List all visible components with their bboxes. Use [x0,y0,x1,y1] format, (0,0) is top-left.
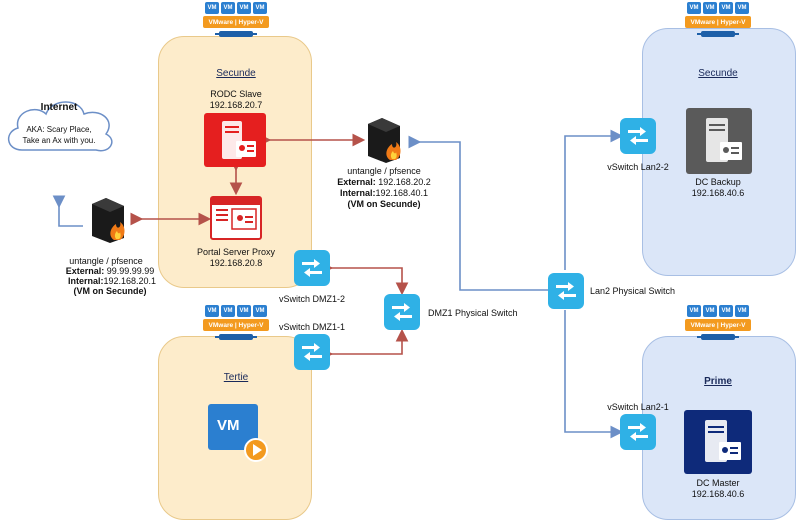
host-tertie: Tertie [223,372,249,383]
switch-icon [294,250,330,286]
internet-title: Internet [40,102,78,113]
vm-chip: VM [703,2,717,14]
fw-mid-name: untangle / pfsence [347,166,421,176]
vm-chip: VM [719,305,733,317]
switch-icon [384,294,420,330]
fw-left-ext-label: External: [65,266,105,276]
switch-icon [294,334,330,370]
vswitch-dmz1-2-label: vSwitch DMZ1-2 [278,294,346,304]
link-lan2-lan2-2 [564,129,624,270]
hypervisor-bar: VMware | Hyper-V [685,319,751,331]
dc-backup-ip: 192.168.40.6 [691,188,745,198]
firewall-icon [92,198,125,243]
hypervisor-bar: VMware | Hyper-V [203,16,269,28]
dmz1-physical-switch-label: DMZ1 Physical Switch [428,308,518,318]
hypervisor-bar: VMware | Hyper-V [685,16,751,28]
dc-backup-name: DC Backup [695,177,741,187]
rodc-name: RODC Slave [210,89,262,99]
server-icon [215,334,257,340]
vm-chip: VM [221,2,235,14]
fw-mid-external: External: 192.168.20.2 [337,177,431,188]
vm-chip: VM [687,305,701,317]
vm-chip: VM [719,2,733,14]
rodc-ip: 192.168.20.7 [209,100,263,110]
link-lan2-lan2-1 [564,310,624,439]
vm-chip: VM [253,2,267,14]
domain-controller-icon [204,113,266,167]
fw-left-ext-ip: 99.99.99.99 [106,266,155,276]
vm-icon [208,404,268,462]
vm-chip: VM [703,305,717,317]
portal-name: Portal Server Proxy [196,247,276,257]
vm-chip: VM [687,2,701,14]
domain-controller-icon [684,410,752,474]
link-internet-fw [52,195,83,227]
fw-left-note: (VM on Secunde) [73,286,147,296]
fw-left-external: External: 99.99.99.99 [66,266,155,277]
fw-mid-internal: Internal:192.168.40.1 [340,188,428,199]
vm-chip: VM [253,305,267,317]
switch-icon [548,273,584,309]
domain-controller-icon [686,108,752,174]
vm-chip: VM [237,2,251,14]
host-secunde-left: Secunde [216,68,256,79]
link-dmz12-dmzphys [320,261,409,296]
vswitch-dmz1-1-label: vSwitch DMZ1-1 [278,322,346,332]
host-prime: Prime [704,376,732,387]
vm-tile-text: VM [217,417,240,434]
host-secunde-right: Secunde [698,68,738,79]
switch-icon [620,118,656,154]
vm-chip: VM [205,305,219,317]
link-fwmid-lan2 [408,135,548,291]
fw-left-name: untangle / pfsence [69,256,143,266]
vm-chip: VM [735,305,749,317]
vswitch-lan2-1-label: vSwitch Lan2-1 [607,402,669,412]
fw-left-int-label: Internal: [67,276,104,286]
cloud-icon [8,101,113,152]
fw-mid-note: (VM on Secunde) [347,199,421,209]
fw-mid-ext-ip: 192.168.20.2 [378,177,431,187]
fw-mid-int-label: Internal: [339,188,376,198]
internet-line2: Take an Ax with you. [22,136,96,145]
hypervisor-bar: VMware | Hyper-V [203,319,269,331]
fw-left-internal: Internal:192.168.20.1 [68,276,156,287]
fw-mid-ext-label: External: [337,177,376,187]
vswitch-lan2-2-label: vSwitch Lan2-2 [607,162,669,172]
server-icon [215,31,257,37]
portal-ip: 192.168.20.8 [209,258,263,268]
internet-line1: AKA: Scary Place, [26,125,92,134]
fw-mid-int-ip: 192.168.40.1 [375,188,429,198]
switch-icon [620,414,656,450]
vm-chip: VM [237,305,251,317]
vm-chip: VM [221,305,235,317]
firewall-icon [368,118,401,163]
vm-chip: VM [735,2,749,14]
link-dmz11-dmzphys [320,328,409,361]
fw-left-int-ip: 192.168.20.1 [103,276,157,286]
lan2-physical-switch-label: Lan2 Physical Switch [590,286,676,296]
dc-master-ip: 192.168.40.6 [691,489,745,499]
browser-window-icon [210,196,262,240]
server-icon [697,31,739,37]
vm-chip: VM [205,2,219,14]
dc-master-name: DC Master [696,478,740,488]
server-icon [697,334,739,340]
